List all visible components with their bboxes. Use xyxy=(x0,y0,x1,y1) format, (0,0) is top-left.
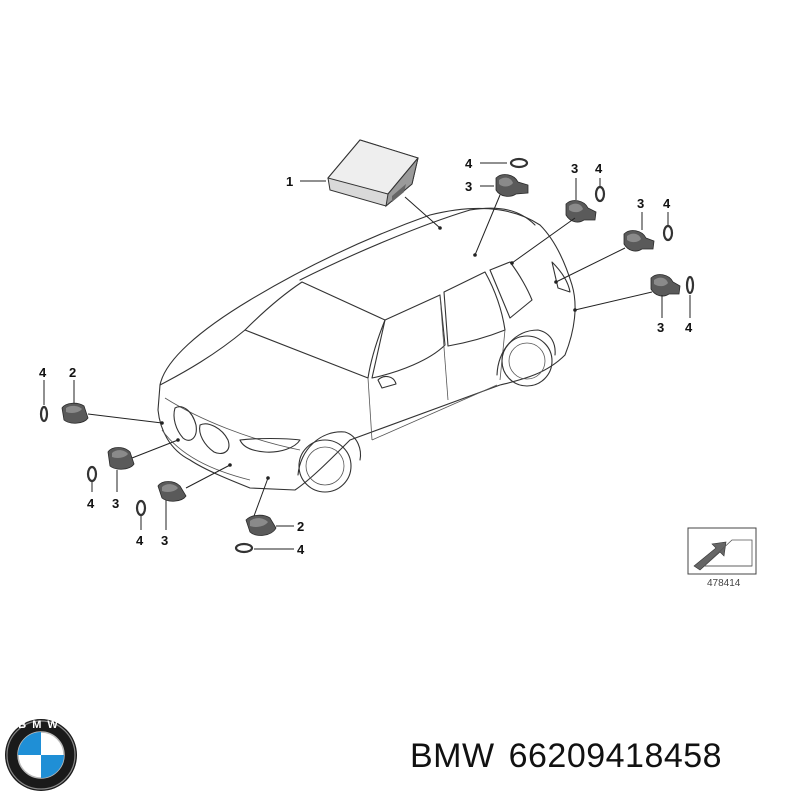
sealing-ring-front-1 xyxy=(86,465,98,483)
pdc-sensor-rear-3 xyxy=(650,274,681,297)
callout-3-front-2: 3 xyxy=(161,533,168,548)
sealing-ring-rear-2 xyxy=(662,224,674,242)
brand-name: BMW xyxy=(410,737,495,775)
pdc-sensor-rear-1 xyxy=(565,200,597,223)
pdc-sensor-front-1 xyxy=(107,447,135,470)
callout-3-rear-1: 3 xyxy=(571,161,578,176)
callout-4-front-1: 4 xyxy=(87,496,95,511)
callout-3-front-1: 3 xyxy=(112,496,119,511)
logo-lettering: BMW xyxy=(18,719,64,731)
car-outline xyxy=(157,207,576,493)
park-distance-control-unit xyxy=(327,139,419,208)
callout-3-rear-3: 3 xyxy=(657,320,664,335)
pdc-sensor-rear-2 xyxy=(623,230,655,252)
callout-4-rear-3: 4 xyxy=(685,320,693,335)
reference-number: 478414 xyxy=(707,578,741,589)
leader-lines xyxy=(43,162,691,550)
pdc-sensor-top xyxy=(495,174,529,197)
callout-2-front-bottom: 2 xyxy=(297,519,304,534)
callout-3-rear-2: 3 xyxy=(637,196,644,211)
sealing-ring-front-2 xyxy=(135,499,147,517)
pdc-sensor-front-2 xyxy=(157,481,187,502)
sealing-ring-front-side xyxy=(39,405,49,423)
bmw-logo: BMW xyxy=(5,719,77,791)
reference-box xyxy=(687,527,757,575)
pdc-sensor-front-side xyxy=(61,402,89,424)
callout-2-front-side: 2 xyxy=(69,365,76,380)
sealing-ring-top xyxy=(509,157,529,169)
callout-4-rear-1: 4 xyxy=(595,161,603,176)
callout-4-front-2: 4 xyxy=(136,533,144,548)
callout-4-front-bottom: 4 xyxy=(297,542,305,557)
part-number: 66209418458 xyxy=(508,737,723,775)
callout-4-rear-2: 4 xyxy=(663,196,671,211)
callout-1: 1 xyxy=(286,174,293,189)
sealing-ring-front-bottom xyxy=(234,542,254,554)
pdc-sensor-front-bottom xyxy=(245,514,277,536)
callout-4-top: 4 xyxy=(465,156,473,171)
sealing-ring-rear-3 xyxy=(685,275,695,295)
callout-4-front-side: 4 xyxy=(39,365,47,380)
callout-3-top: 3 xyxy=(465,179,472,194)
brand-part-label: BMW 66209418458 xyxy=(410,737,790,776)
sealing-ring-rear-1 xyxy=(594,185,606,203)
